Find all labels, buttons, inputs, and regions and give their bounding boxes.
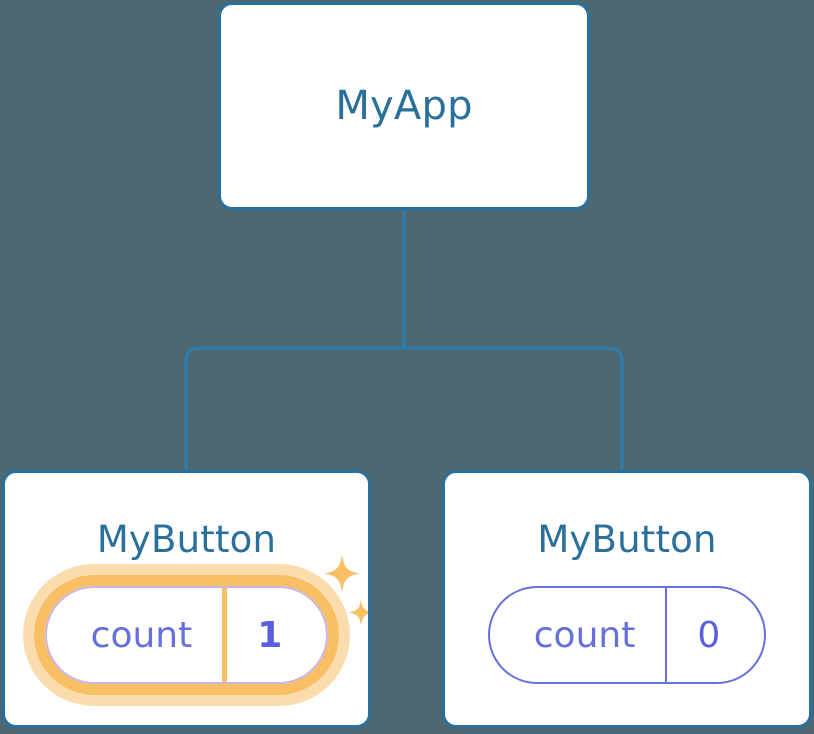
node-card-mybutton-left[interactable]: MyButton count 1 bbox=[2, 470, 371, 728]
state-pill-key-right: count bbox=[533, 614, 636, 656]
node-card-myapp[interactable]: MyApp bbox=[218, 2, 590, 210]
node-card-mybutton-right[interactable]: MyButton count 0 bbox=[442, 470, 812, 728]
state-pill-left[interactable]: count 1 bbox=[44, 586, 329, 684]
sparkle-small-icon bbox=[348, 599, 368, 626]
state-pill-right[interactable]: count 0 bbox=[487, 586, 767, 684]
state-pill-wrapper-right: count 0 bbox=[487, 586, 767, 684]
state-pill-wrapper-left: count 1 bbox=[22, 554, 368, 706]
state-pill-key-left: count bbox=[90, 614, 193, 656]
node-title-mybutton-right: MyButton bbox=[537, 518, 717, 561]
highlight-solid-ring bbox=[33, 575, 340, 695]
node-title-mybutton-left: MyButton bbox=[96, 518, 277, 561]
state-pill-value-right: 0 bbox=[665, 588, 764, 682]
connector-child-bus bbox=[184, 346, 624, 470]
state-pill-value-left: 1 bbox=[222, 588, 326, 682]
highlight-glow-ring bbox=[22, 564, 351, 706]
node-title-myapp: MyApp bbox=[335, 83, 473, 129]
